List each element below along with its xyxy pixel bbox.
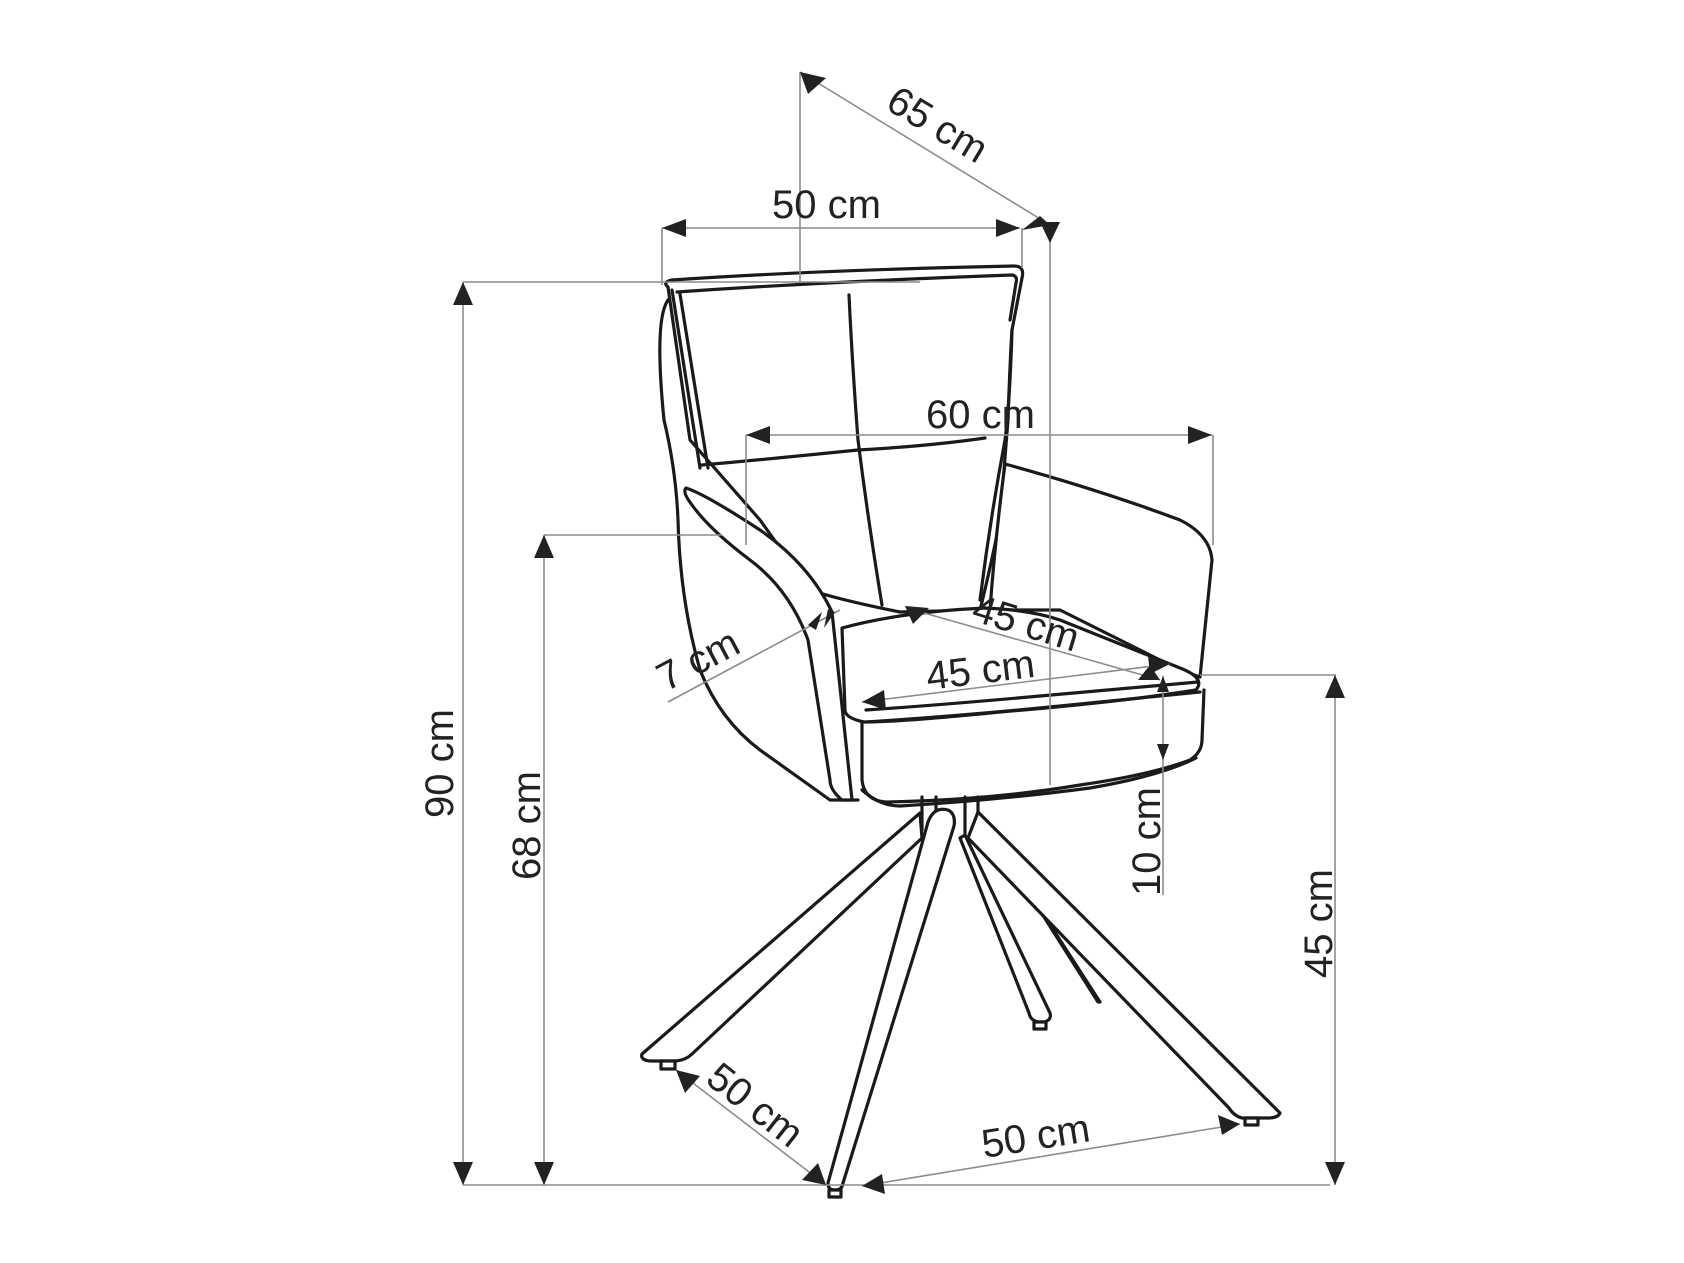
- foot-glide-left: [659, 1059, 677, 1071]
- label-backrest-width: 50 cm: [772, 183, 881, 227]
- dim-width-total: 60 cm: [745, 393, 1214, 545]
- dim-armrest-height: 68 cm: [505, 534, 722, 1185]
- arrow-icon: [808, 612, 822, 630]
- label-base-width: 50 cm: [979, 1106, 1093, 1166]
- backrest-right-edge: [978, 328, 1014, 602]
- label-seat-height: 45 cm: [1297, 869, 1341, 978]
- arrow-icon: [824, 609, 835, 628]
- dim-seat-thickness: 10 cm: [1125, 676, 1169, 896]
- foot-glide-back-right: [1032, 1020, 1048, 1031]
- left-side-panel: [658, 298, 860, 802]
- arrow-icon: [1022, 216, 1050, 230]
- arrow-icon: [800, 72, 826, 94]
- arrow-icon: [676, 1070, 700, 1093]
- arrow-icon: [862, 690, 886, 710]
- left-armrest: [683, 486, 854, 802]
- arrow-icon: [802, 1163, 826, 1185]
- arrow-icon: [746, 426, 770, 444]
- dim-backrest-width: 50 cm: [661, 183, 1023, 285]
- arrow-icon: [1325, 1162, 1345, 1185]
- backrest-seam-horizontal: [700, 436, 987, 467]
- backrest-piping-left: [670, 288, 710, 470]
- seat-piping-front: [864, 680, 1202, 724]
- label-seat-thickness: 10 cm: [1125, 787, 1169, 896]
- arrow-icon: [905, 606, 929, 624]
- arrow-icon: [1148, 656, 1170, 674]
- base-legs: [640, 795, 1282, 1199]
- foot-glide-right: [1243, 1116, 1260, 1127]
- backrest: [664, 264, 1025, 614]
- arrow-icon: [1325, 675, 1345, 698]
- arrow-icon: [453, 282, 473, 305]
- arrow-icon: [862, 1174, 885, 1194]
- label-base-depth: 50 cm: [698, 1054, 811, 1156]
- arrow-icon: [1138, 665, 1160, 680]
- backrest-seam-vertical: [847, 293, 884, 607]
- arrow-icon: [662, 219, 686, 237]
- dim-seat-height: 45 cm: [1200, 674, 1345, 1185]
- dim-base-width: 50 cm: [861, 1106, 1241, 1194]
- arrow-icon: [453, 1162, 473, 1185]
- dim-height-total: 90 cm: [418, 281, 920, 1185]
- arrow-icon: [996, 219, 1020, 237]
- arrow-icon: [534, 535, 554, 558]
- arrow-icon: [1157, 676, 1169, 692]
- label-width-total: 60 cm: [926, 393, 1035, 437]
- seat-bottom-piping: [860, 756, 1198, 808]
- chair-drawing: [640, 264, 1282, 1199]
- dim-base-depth: 50 cm: [675, 1054, 827, 1186]
- foot-glide-front: [827, 1188, 843, 1199]
- label-armrest-height: 68 cm: [505, 771, 549, 880]
- label-armrest-thickness: 7 cm: [650, 620, 747, 700]
- arrow-icon: [1218, 1115, 1240, 1135]
- backrest-piping: [675, 273, 1019, 322]
- leg-front-right: [966, 810, 1282, 1120]
- label-height-total: 90 cm: [418, 709, 462, 818]
- label-depth-total: 65 cm: [879, 78, 995, 172]
- arrow-icon: [1188, 426, 1212, 444]
- arrow-icon: [1040, 222, 1060, 243]
- arrow-icon: [1157, 744, 1169, 760]
- arrow-icon: [534, 1162, 554, 1185]
